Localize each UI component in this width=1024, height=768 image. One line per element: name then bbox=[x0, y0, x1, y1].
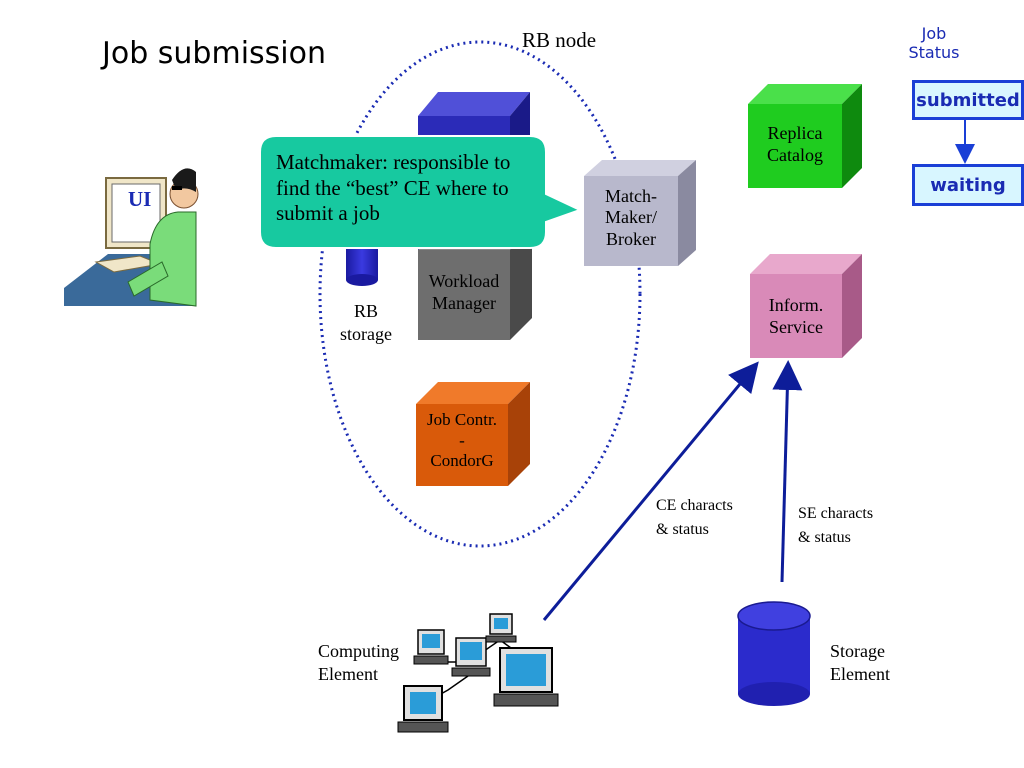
storage-element-line: Element bbox=[830, 664, 890, 685]
status-waiting: waiting bbox=[912, 164, 1024, 206]
rb-node-label: RB node bbox=[522, 28, 597, 52]
replica-catalog-label: Replica Catalog bbox=[748, 108, 842, 182]
replica-catalog-line: Catalog bbox=[767, 145, 823, 165]
rb-storage-line: storage bbox=[340, 324, 392, 345]
rb-node-outline bbox=[318, 40, 642, 548]
ce-status-line: & status bbox=[656, 521, 709, 538]
callout-text: Matchmaker: responsible to find the “bes… bbox=[276, 150, 511, 226]
computing-element-line: Computing bbox=[318, 641, 400, 661]
matchmaker-line: Match- bbox=[605, 185, 657, 206]
replica-catalog-box bbox=[748, 84, 862, 188]
ui-label: UI bbox=[128, 187, 152, 211]
job-controller-line: - bbox=[459, 430, 465, 450]
computing-element-label: Computing Element bbox=[318, 640, 399, 687]
page-title: Job submission bbox=[102, 36, 326, 71]
matchmaker-box bbox=[584, 160, 696, 266]
workload-manager-line: Workload bbox=[428, 271, 500, 292]
job-controller-label: Job Contr. - CondorG bbox=[414, 400, 510, 482]
se-status-arrow bbox=[772, 360, 803, 583]
ce-status-line: CE characts bbox=[656, 497, 733, 514]
se-status-line: & status bbox=[798, 529, 851, 546]
storage-element-cylinder bbox=[737, 601, 811, 706]
ui-workstation-illustration bbox=[64, 168, 199, 307]
matchmaker-callout bbox=[259, 135, 583, 249]
matchmaker-line: Maker/ bbox=[605, 207, 657, 228]
se-status-line: SE characts bbox=[798, 505, 874, 522]
inform-service-line: Inform. bbox=[768, 295, 824, 316]
ce-status-label: CE characts & status bbox=[656, 494, 733, 542]
job-status-heading-line: Status bbox=[908, 43, 960, 63]
job-status-heading: Job Status bbox=[898, 24, 970, 62]
replica-catalog-line: Replica bbox=[767, 123, 823, 144]
inform-service-line: Service bbox=[769, 317, 823, 337]
job-controller-line: Job Contr. bbox=[427, 410, 497, 430]
storage-element-line: Storage bbox=[830, 641, 885, 661]
inform-service-label: Inform. Service bbox=[750, 282, 842, 352]
matchmaker-line: Broker bbox=[606, 228, 656, 249]
job-status-heading-line: Job bbox=[921, 24, 947, 43]
workload-manager-line: Manager bbox=[432, 293, 496, 313]
inform-service-box bbox=[750, 254, 862, 358]
job-controller-line: CondorG bbox=[430, 451, 494, 471]
rb-storage-line: RB bbox=[353, 301, 378, 321]
storage-element-label: Storage Element bbox=[830, 640, 890, 687]
matchmaker-label: Match- Maker/ Broker bbox=[584, 176, 678, 260]
se-status-label: SE characts & status bbox=[798, 502, 873, 550]
ce-status-arrow bbox=[542, 361, 759, 621]
job-controller-box bbox=[416, 382, 530, 486]
workload-manager-label: Workload Manager bbox=[418, 262, 510, 324]
status-submitted: submitted bbox=[912, 80, 1024, 120]
computing-element-computers bbox=[397, 613, 559, 733]
rb-storage-label: RB storage bbox=[328, 300, 404, 347]
computing-element-line: Element bbox=[318, 664, 378, 685]
